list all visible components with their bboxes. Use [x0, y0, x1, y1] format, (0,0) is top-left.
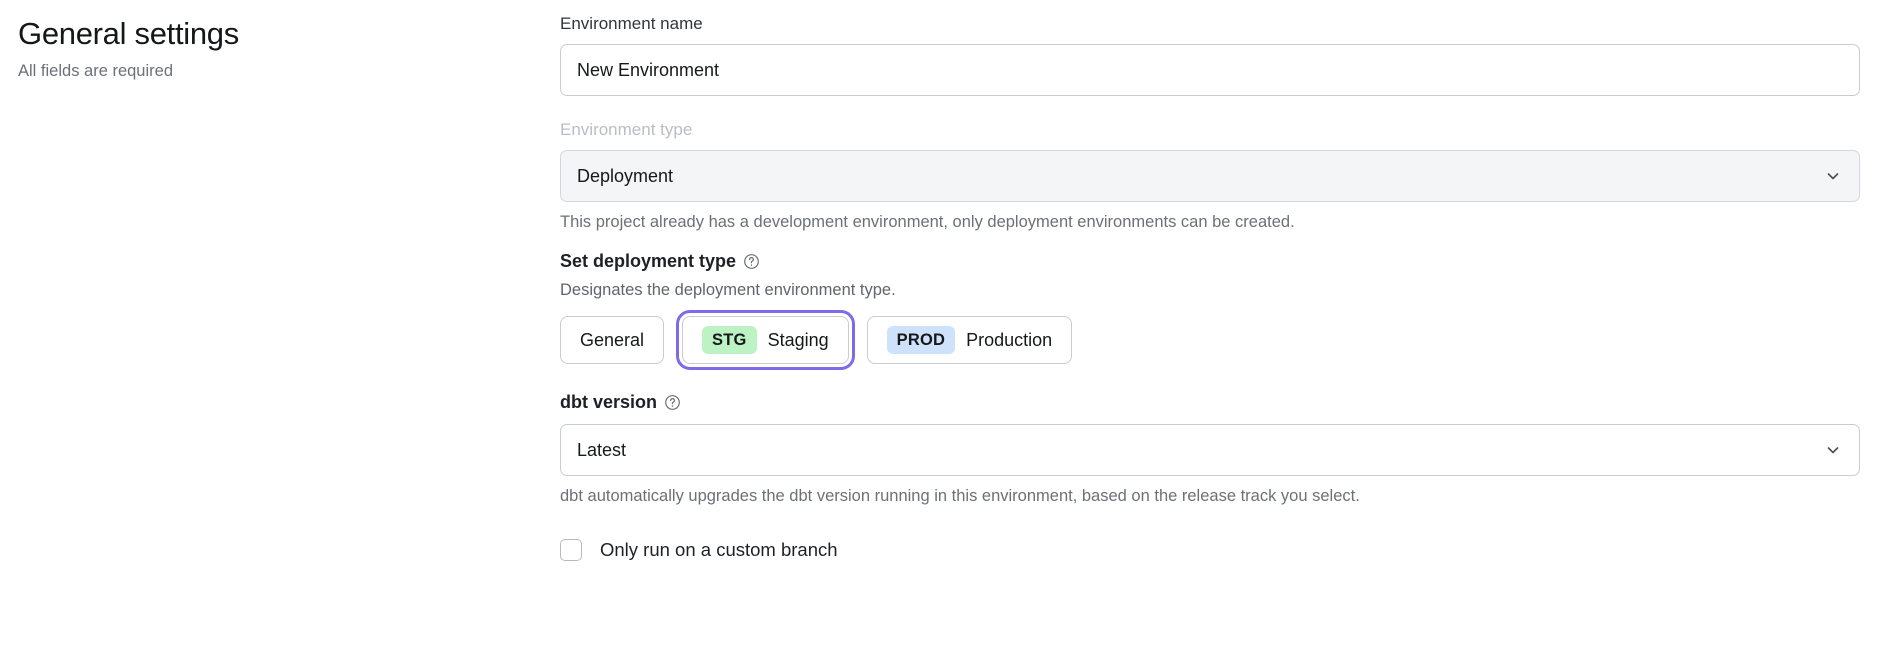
deployment-type-option-group: General STG Staging PROD Production [560, 310, 1860, 370]
dbt-version-select[interactable]: Latest [560, 424, 1860, 476]
custom-branch-checkbox[interactable] [560, 539, 582, 561]
dbt-version-field: dbt version Latest dbt automatica [560, 392, 1860, 507]
page-title: General settings [18, 16, 239, 51]
environment-name-input[interactable]: New Environment [560, 44, 1860, 96]
dbt-version-heading: dbt version [560, 392, 1860, 413]
deployment-type-heading: Set deployment type [560, 251, 1860, 272]
question-circle-icon[interactable] [743, 253, 760, 270]
settings-header: General settings All fields are required [18, 14, 518, 82]
custom-branch-field: Only run on a custom branch [560, 539, 1860, 561]
deployment-type-option-general[interactable]: General [560, 316, 665, 364]
deployment-type-heading-label: Set deployment type [560, 251, 737, 271]
page-subtitle: All fields are required [18, 62, 173, 80]
deployment-type-option-production-label: Production [966, 329, 1053, 350]
chevron-down-icon [1825, 168, 1841, 184]
environment-name-field: Environment name New Environment [560, 12, 1860, 96]
question-circle-icon[interactable] [664, 394, 681, 411]
deployment-type-option-staging-label: Staging [767, 329, 829, 350]
dbt-version-label: dbt version [560, 392, 658, 412]
dbt-version-value: Latest [577, 439, 627, 460]
deployment-type-field: Set deployment type Designates the deplo… [560, 251, 1860, 370]
custom-branch-label: Only run on a custom branch [600, 539, 838, 560]
production-badge: PROD [886, 326, 956, 354]
deployment-type-description: Designates the deployment environment ty… [560, 281, 896, 299]
environment-type-help-text: This project already has a development e… [560, 213, 1295, 231]
staging-badge: STG [702, 326, 757, 354]
environment-name-label: Environment name [560, 14, 703, 33]
environment-type-select[interactable]: Deployment [560, 150, 1860, 202]
environment-type-field: Environment type Deployment This project… [560, 118, 1860, 233]
environment-type-value: Deployment [577, 165, 674, 186]
environment-type-label: Environment type [560, 120, 693, 139]
general-settings-form: Environment name New Environment Environ… [560, 12, 1860, 561]
dbt-version-help-text: dbt automatically upgrades the dbt versi… [560, 487, 1360, 505]
deployment-type-option-production[interactable]: PROD Production [866, 316, 1073, 364]
chevron-down-icon [1825, 442, 1841, 458]
deployment-type-option-staging[interactable]: STG Staging [676, 310, 855, 370]
deployment-type-option-general-label: General [580, 329, 645, 350]
